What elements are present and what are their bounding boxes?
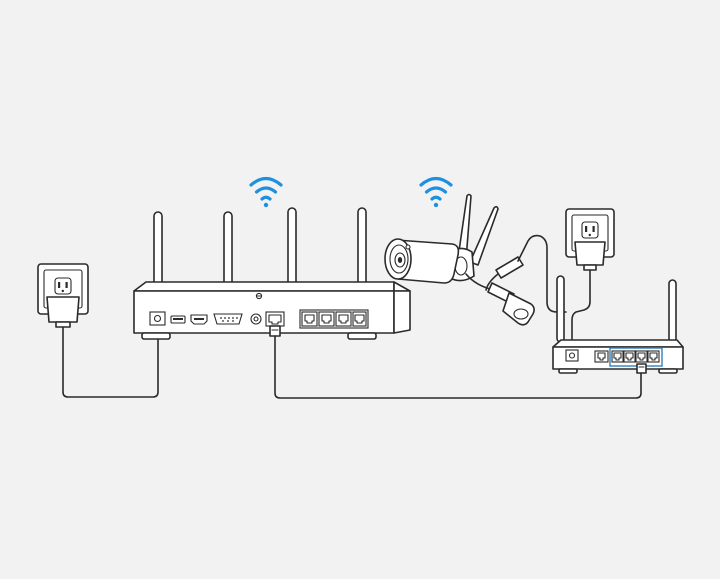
- ethernet-plug-router: [636, 363, 647, 374]
- power-cable-left: [62, 326, 159, 398]
- router-icon: [552, 339, 684, 374]
- wifi-signal-camera-icon: [419, 176, 453, 208]
- nvr-recorder-icon: [133, 281, 411, 340]
- power-adapter-right: [574, 241, 606, 271]
- camera-cable-connectors: [485, 234, 567, 326]
- power-cable-right: [571, 269, 591, 341]
- nvr-antennas: [153, 207, 367, 295]
- ethernet-cable-icon: [274, 335, 642, 399]
- router-antennas: [556, 275, 677, 343]
- wifi-signal-icon: [249, 176, 283, 208]
- ethernet-plug-nvr: [269, 325, 281, 337]
- camera-icon: [384, 193, 499, 291]
- power-adapter-left: [46, 296, 80, 328]
